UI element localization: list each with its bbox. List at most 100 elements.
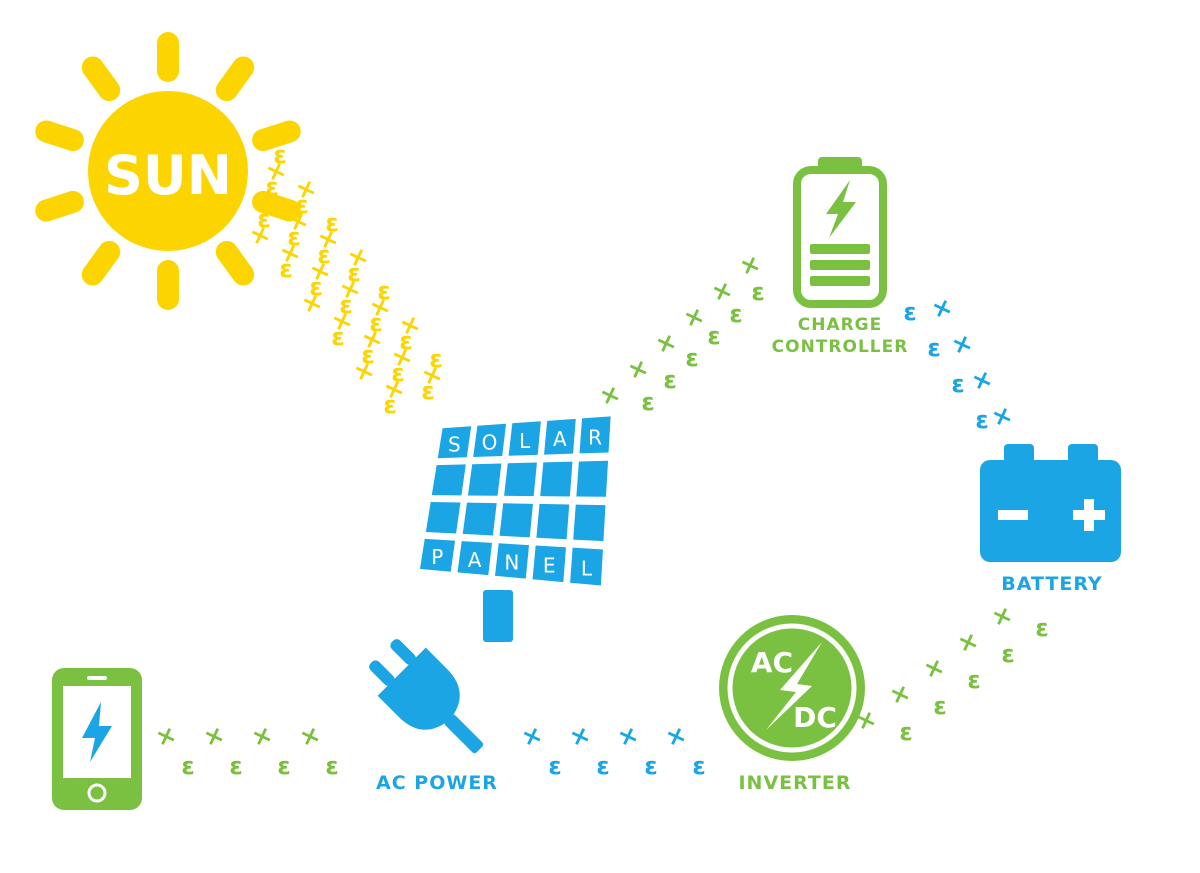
energy-particle: ε <box>181 752 194 780</box>
energy-particle: × <box>954 625 982 658</box>
energy-particle: × <box>928 291 956 324</box>
solar-panel-letter: S <box>448 432 461 456</box>
energy-particle: × <box>662 719 690 752</box>
sun-ray <box>215 240 255 286</box>
solar-cell <box>419 538 456 572</box>
energy-particle: ε <box>279 255 292 283</box>
solar-cell <box>508 421 541 456</box>
charge-controller-body <box>793 166 887 308</box>
solar-cell <box>504 462 537 497</box>
sun-ray <box>35 190 84 222</box>
energy-particle: ε <box>277 752 290 780</box>
energy-particle: × <box>248 719 276 752</box>
solar-cell <box>457 541 493 576</box>
energy-particle: ε <box>975 406 988 434</box>
energy-particle: ε <box>361 341 374 369</box>
energy-particle: ε <box>377 277 390 305</box>
plug-cable <box>444 714 484 754</box>
energy-particle: ε <box>967 666 980 694</box>
battery-label: BATTERY <box>1001 573 1102 595</box>
energy-particle: × <box>920 651 948 684</box>
charge-level-bar-3 <box>810 276 870 286</box>
energy-particle: × <box>652 326 680 359</box>
energy-particle: × <box>614 719 642 752</box>
solar-panel-letter: A <box>468 548 482 572</box>
energy-particle: × <box>988 599 1016 632</box>
energy-particle: × <box>152 719 180 752</box>
solar-cell <box>431 464 466 496</box>
energy-particle: ε <box>1035 614 1048 642</box>
energy-particle: × <box>968 363 996 396</box>
minus-sign <box>998 510 1028 520</box>
energy-particle: ε <box>347 259 360 287</box>
solar-cell <box>544 418 576 455</box>
sun-icon: SUN <box>35 32 301 310</box>
solar-cell <box>540 461 573 497</box>
solar-panel-letter: L <box>519 429 531 453</box>
charge-controller-label-line2: CONTROLLER <box>772 337 909 357</box>
sun-label: SUN <box>104 144 232 207</box>
solar-cell <box>579 416 611 454</box>
energy-particle: × <box>566 719 594 752</box>
energy-particle: ε <box>927 334 940 362</box>
sun-ray <box>35 120 84 152</box>
inverter-label: INVERTER <box>738 772 851 794</box>
phone-speaker <box>87 676 107 680</box>
sun-ray <box>215 56 255 102</box>
inverter-ac-text: AC <box>751 646 793 679</box>
inverter-bolt-icon <box>766 642 822 730</box>
charge-level-bar-2 <box>810 260 870 270</box>
energy-particle: ε <box>751 278 764 306</box>
energy-particle: ε <box>317 241 330 269</box>
energy-particle: ε <box>369 309 382 337</box>
energy-particle: × <box>886 677 914 710</box>
solar-cell <box>532 545 566 583</box>
solar-cell <box>536 503 570 540</box>
energy-particle: ε <box>429 345 442 373</box>
energy-particle: ε <box>644 752 657 780</box>
battery-terminal-positive <box>1068 444 1098 464</box>
energy-particle: × <box>948 327 976 360</box>
phone-bolt-icon <box>82 702 112 762</box>
energy-particle: ε <box>899 718 912 746</box>
plug-prong-1 <box>369 660 395 686</box>
plug-body <box>377 647 460 730</box>
solar-panel-letter: O <box>482 431 498 455</box>
phone-home-button <box>87 783 107 803</box>
solar-cell <box>576 460 609 497</box>
plus-sign-v <box>1084 499 1094 531</box>
energy-particle: ε <box>339 291 352 319</box>
energy-particle: ε <box>273 141 286 169</box>
energy-particle: ε <box>325 209 338 237</box>
solar-cell <box>462 502 497 536</box>
solar-cell <box>573 504 606 542</box>
solar-panel-stand <box>483 590 513 642</box>
solar-cell <box>437 426 472 459</box>
solar-panel-letter: A <box>553 427 567 451</box>
energy-particle: ε <box>903 298 916 326</box>
ac-power-label: AC POWER <box>376 772 498 794</box>
solar-panel-cells <box>419 416 611 586</box>
energy-particle: ε <box>641 388 654 416</box>
energy-particle: ε <box>287 223 300 251</box>
sun-ray <box>252 120 301 152</box>
solar-cell <box>499 503 533 538</box>
energy-particle: × <box>680 300 708 333</box>
battery-icon: BATTERY <box>980 444 1121 595</box>
solar-panel-letter: E <box>543 554 556 578</box>
inverter-dc-text: DC <box>793 701 837 734</box>
solar-cell <box>495 543 530 579</box>
bolt-icon <box>826 180 856 238</box>
energy-particle: ε <box>325 752 338 780</box>
energy-particles: ε×ε×ε×ε×ε×ε×ε×ε×ε×ε×ε×ε×ε×εε×ε×ε××ε×ε×ε×… <box>152 141 1049 780</box>
battery-body <box>980 460 1121 562</box>
phone-charging-icon <box>52 668 142 810</box>
energy-particle: × <box>200 719 228 752</box>
plug-prong-2 <box>390 639 416 665</box>
energy-particle: × <box>596 378 624 411</box>
energy-particle: ε <box>331 323 344 351</box>
solar-panel-letter: P <box>431 545 443 569</box>
energy-particle: ε <box>391 359 404 387</box>
sun-rays <box>35 32 301 310</box>
